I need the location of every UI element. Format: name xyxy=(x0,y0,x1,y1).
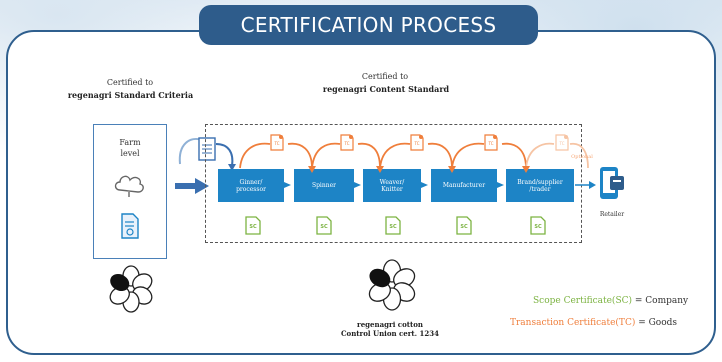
tc-document-icon xyxy=(270,134,284,151)
tc-document-icon xyxy=(340,134,354,151)
sc-label: SC xyxy=(534,224,542,230)
flow-arrow xyxy=(175,178,209,194)
regenagri-logo-farm xyxy=(109,265,153,313)
legend-sc-term: Scope Certificate(SC) xyxy=(533,296,633,306)
sc-document-icon xyxy=(316,216,332,235)
certificate-icon xyxy=(121,213,139,239)
farm-label-line1: Farm xyxy=(119,138,141,147)
left-header-line2: regenagri Standard Criteria xyxy=(67,90,194,100)
sc-label: SC xyxy=(320,224,328,230)
tc-label: TC xyxy=(344,141,350,146)
stage-connector-arrow xyxy=(284,182,291,188)
stage-spinner: Spinner xyxy=(294,169,354,202)
logo-caption-line2: Control Union cert. 1234 xyxy=(340,329,440,338)
stage-connector-arrow xyxy=(354,182,361,188)
tc-document-icon xyxy=(410,134,424,151)
stage-connector-arrow xyxy=(421,182,428,188)
legend-transaction-certificate: Transaction Certificate(TC) = Goods xyxy=(510,318,677,328)
legend-sc-eq: = Company xyxy=(632,296,689,306)
stage-weaver: Weaver/ Knitter xyxy=(363,169,421,202)
sc-document-icon xyxy=(530,216,546,235)
retailer-phone-icon xyxy=(600,167,624,199)
regenagri-logo-chain xyxy=(368,259,416,311)
legend-tc-eq: = Goods xyxy=(635,318,678,328)
tc-label: TC xyxy=(274,141,280,146)
page-title: CERTIFICATION PROCESS xyxy=(199,5,538,45)
document-transfer-icon xyxy=(178,137,236,171)
optional-label: Optional xyxy=(571,154,593,160)
stage-ginner: Ginner/ processor xyxy=(218,169,284,202)
sc-document-icon xyxy=(385,216,401,235)
tc-label: TC xyxy=(488,141,494,146)
legend-tc-term: Transaction Certificate(TC) xyxy=(510,318,636,328)
tc-label-optional: TC xyxy=(559,141,565,146)
sc-document-icon xyxy=(245,216,261,235)
center-header-line2: regenagri Content Standard xyxy=(322,84,450,94)
sc-label: SC xyxy=(249,224,257,230)
stage-brand: Brand/supplier /trader xyxy=(506,169,574,202)
sc-label: SC xyxy=(389,224,397,230)
center-header-line1: Certified to xyxy=(361,72,409,81)
cotton-icon xyxy=(114,175,144,197)
stage-connector-arrow xyxy=(497,182,504,188)
tc-label: TC xyxy=(414,141,420,146)
to-retailer-arrow xyxy=(575,181,596,189)
stage-manufacturer: Manufacturer xyxy=(431,169,497,202)
left-header-line1: Certified to xyxy=(106,78,154,87)
tc-flow-arrows xyxy=(239,142,589,173)
tc-document-icon-optional xyxy=(555,134,569,151)
farm-label-line2: level xyxy=(120,149,140,158)
sc-label: SC xyxy=(460,224,468,230)
content-standard-region xyxy=(205,124,582,243)
logo-caption-line1: regenagri cotton xyxy=(357,320,423,329)
tc-document-icon xyxy=(484,134,498,151)
sc-document-icon xyxy=(456,216,472,235)
legend-scope-certificate: Scope Certificate(SC) = Company xyxy=(533,296,688,306)
retailer-label: Retailer xyxy=(599,211,625,218)
